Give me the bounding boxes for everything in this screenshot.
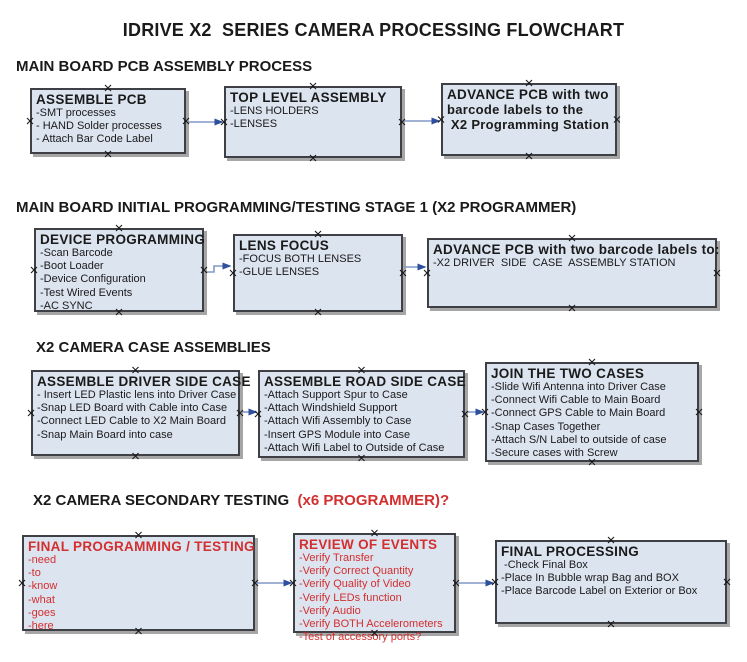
box-lines: - Insert LED Plastic lens into Driver Ca… (37, 389, 237, 442)
flow-box-advance-pcb-to-driver-side-station[interactable]: ADVANCE PCB with two barcode labels to: … (427, 238, 720, 308)
box-line: -Snap Cases Together (491, 420, 601, 433)
box-line: -Attach S/N Label to outside of case (491, 433, 667, 446)
box-line: -Snap LED Board with Cable into Case (37, 402, 228, 415)
box-line: - Insert LED Plastic lens into Driver Ca… (37, 389, 237, 401)
box-line: barcode labels to the (447, 102, 584, 117)
box-line: -Attach Windshield Support (264, 402, 398, 415)
box-line: -Scan Barcode (40, 247, 113, 259)
box-lines: barcode labels to the X2 Programming Sta… (447, 102, 611, 132)
section-heading-case-assemblies: X2 CAMERA CASE ASSEMBLIES (36, 339, 271, 356)
box-line: -LENS HOLDERS (230, 105, 319, 117)
flow-box-final-programming-testing[interactable]: FINAL PROGRAMMING / TESTING -need-to-kno… (22, 535, 255, 633)
box-title: ASSEMBLE PCB (36, 92, 147, 107)
box-title: FINAL PROCESSING (501, 544, 640, 559)
box-line: -LENSES (230, 118, 278, 131)
box-line: -Verify BOTH Accelerometers (299, 618, 443, 631)
box-line: -AC SYNC (40, 299, 93, 312)
flow-box-final-processing[interactable]: FINAL PROCESSING -Check Final Box-Place … (495, 540, 727, 624)
box-line: -Attach Wifi Label to Outside of Case (264, 441, 445, 454)
box-title: DEVICE PROGRAMMING (40, 232, 206, 247)
box-title: ASSEMBLE ROAD SIDE CASE (264, 374, 466, 389)
box-line: -Place In Bubble wrap Bag and BOX (501, 572, 679, 585)
box-line: -Place Barcode Label on Exterior or Box (501, 585, 698, 598)
box-line: -Verify LEDs function (299, 591, 402, 604)
box-lines: -Scan Barcode-Boot Loader-Device Configu… (40, 247, 198, 313)
box-line: -goes (28, 606, 56, 619)
section-heading-secondary-testing: X2 CAMERA SECONDARY TESTING (x6 PROGRAMM… (33, 492, 449, 509)
box-line: -Verify Audio (299, 604, 361, 617)
box-title: LENS FOCUS (239, 238, 330, 253)
box-line: -Attach Support Spur to Case (264, 389, 408, 401)
box-line: -Device Configuration (40, 273, 146, 286)
flow-box-top-level-assembly[interactable]: TOP LEVEL ASSEMBLY -LENS HOLDERS-LENSES (224, 86, 402, 158)
flow-box-assemble-road-side-case[interactable]: ASSEMBLE ROAD SIDE CASE -Attach Support … (258, 370, 466, 458)
section-heading-pcb-assembly: MAIN BOARD PCB ASSEMBLY PROCESS (16, 58, 313, 75)
box-line: X2 Programming Station (447, 117, 610, 132)
box-line: -SMT processes (36, 107, 116, 119)
box-lines: -FOCUS BOTH LENSES-GLUE LENSES (239, 253, 397, 279)
box-line: -Secure cases with Screw (491, 447, 618, 460)
flow-box-device-programming[interactable]: DEVICE PROGRAMMING -Scan Barcode-Boot Lo… (34, 228, 206, 313)
box-title: JOIN THE TWO CASES (491, 366, 645, 381)
box-title: ADVANCE PCB with two barcode labels to: (433, 242, 720, 257)
box-lines: -Check Final Box-Place In Bubble wrap Ba… (501, 559, 721, 599)
box-title: TOP LEVEL ASSEMBLY (230, 90, 387, 105)
box-line: -Connect Wifi Cable to Main Board (491, 394, 661, 407)
section-heading-initial-programming: MAIN BOARD INITIAL PROGRAMMING/TESTING S… (16, 199, 577, 216)
box-line: -need (28, 554, 57, 566)
box-line: -to (28, 567, 41, 580)
box-title: FINAL PROGRAMMING / TESTING (28, 539, 255, 554)
box-line: -Slide Wifi Antenna into Driver Case (491, 381, 666, 393)
page-title: IDRIVE X2 SERIES CAMERA PROCESSING FLOWC… (122, 20, 625, 40)
section-heading-red-note: (x6 PROGRAMMER)? (293, 492, 450, 509)
box-lines: -need-to-know-what-goes-here (28, 554, 249, 633)
box-line: -Verify Quality of Video (299, 578, 411, 591)
connector-arrow[interactable] (205, 262, 232, 273)
box-line: -Insert GPS Module into Case (264, 428, 411, 441)
flow-box-review-of-events[interactable]: REVIEW OF EVENTS -Verify Transfer-Verify… (293, 533, 456, 643)
box-line: -here (28, 620, 54, 633)
box-line: -GLUE LENSES (239, 266, 320, 279)
flow-box-assemble-driver-side-case[interactable]: ASSEMBLE DRIVER SIDE CASE - Insert LED P… (31, 370, 251, 456)
box-lines: -Slide Wifi Antenna into Driver Case-Con… (491, 381, 693, 460)
flow-box-join-the-two-cases[interactable]: JOIN THE TWO CASES -Slide Wifi Antenna i… (485, 362, 699, 462)
box-line: -FOCUS BOTH LENSES (239, 253, 362, 265)
box-line: -what (28, 593, 55, 606)
box-title: ASSEMBLE DRIVER SIDE CASE (37, 374, 251, 389)
box-title: REVIEW OF EVENTS (299, 537, 438, 552)
box-line: -Connect LED Cable to X2 Main Board (37, 415, 226, 428)
flow-box-assemble-pcb[interactable]: ASSEMBLE PCB -SMT processes- HAND Solder… (30, 88, 186, 154)
box-lines: -X2 DRIVER SIDE CASE ASSEMBLY STATION (433, 257, 711, 270)
box-line: -Test of accessory ports? (299, 631, 422, 644)
box-line: -Verify Transfer (299, 552, 374, 564)
flow-box-lens-focus[interactable]: LENS FOCUS -FOCUS BOTH LENSES-GLUE LENSE… (233, 234, 403, 312)
box-lines: -Verify Transfer-Verify Correct Quantity… (299, 552, 450, 644)
box-line: - Attach Bar Code Label (36, 133, 153, 146)
box-lines: -LENS HOLDERS-LENSES (230, 105, 396, 131)
box-line: -Snap Main Board into case (37, 428, 173, 441)
flow-box-advance-pcb-to-programming-station[interactable]: ADVANCE PCB with two barcode labels to t… (441, 83, 617, 156)
box-line: -Connect GPS Cable to Main Board (491, 407, 666, 420)
box-line: -Attach Wifi Assembly to Case (264, 415, 412, 428)
box-lines: -SMT processes- HAND Solder processes- A… (36, 107, 180, 147)
box-line: -Boot Loader (40, 260, 104, 273)
box-line: - HAND Solder processes (36, 120, 162, 133)
box-line: -Verify Correct Quantity (299, 565, 414, 578)
box-line: -Test Wired Events (40, 286, 133, 299)
box-lines: -Attach Support Spur to Case-Attach Wind… (264, 389, 459, 455)
box-title: ADVANCE PCB with two (447, 87, 609, 102)
box-line: -Check Final Box (501, 559, 588, 571)
box-line: -X2 DRIVER SIDE CASE ASSEMBLY STATION (433, 257, 676, 269)
box-line: -know (28, 580, 58, 593)
section-heading-black-part: X2 CAMERA SECONDARY TESTING (33, 492, 294, 509)
